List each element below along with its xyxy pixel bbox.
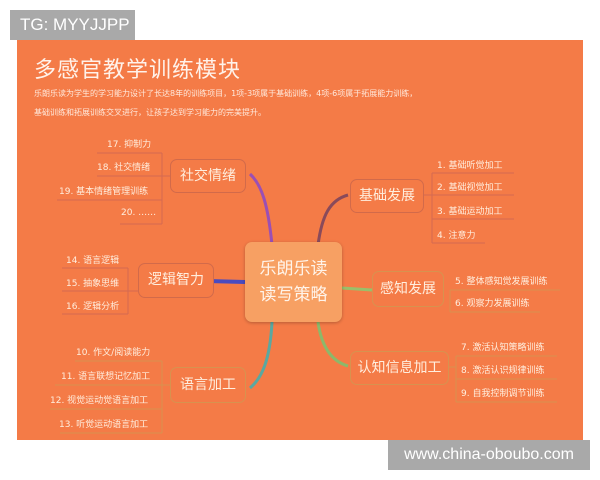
leaf-item[interactable]: 11. 语言联想记忆加工	[61, 372, 151, 382]
central-topic-line-2: 读写策略	[259, 285, 328, 305]
leaf-item[interactable]: 7. 激活认知策略训练	[461, 343, 545, 353]
leaf-item[interactable]: 6. 观察力发展训练	[455, 299, 530, 309]
topic-perception-development[interactable]: 感知发展	[372, 271, 444, 307]
leaf-item[interactable]: 16. 逻辑分析	[66, 302, 120, 312]
leaf-item[interactable]: 8. 激活认识规律训练	[461, 366, 545, 376]
central-topic[interactable]: 乐朗乐读 读写策略	[245, 242, 342, 322]
topic-basic-development[interactable]: 基础发展	[350, 179, 424, 213]
leaf-item[interactable]: 12. 视觉运动觉语言加工	[50, 396, 149, 406]
leaf-item[interactable]: 19. 基本情绪管理训练	[59, 187, 149, 197]
orange-panel	[17, 40, 583, 440]
leaf-item[interactable]: 5. 整体感知觉发展训练	[455, 277, 548, 287]
tag-watermark: TG: MYYJJPP	[10, 10, 135, 40]
leaf-item[interactable]: 1. 基础听觉加工	[437, 161, 503, 171]
leaf-item[interactable]: 2. 基础视觉加工	[437, 183, 503, 193]
central-topic-line-1: 乐朗乐读	[259, 259, 328, 279]
leaf-item[interactable]: 10. 作文/阅读能力	[76, 348, 151, 358]
leaf-item[interactable]: 9. 自我控制调节训练	[461, 389, 545, 399]
topic-logic-intelligence[interactable]: 逻辑智力	[138, 263, 214, 298]
topic-language-processing[interactable]: 语言加工	[170, 367, 246, 403]
leaf-item[interactable]: 4. 注意力	[437, 231, 476, 241]
topic-cognitive-processing[interactable]: 认知信息加工	[350, 351, 449, 385]
leaf-item[interactable]: 14. 语言逻辑	[66, 256, 120, 266]
leaf-item[interactable]: 17. 抑制力	[107, 140, 152, 150]
page-title: 多感官教学训练模块	[34, 58, 242, 83]
leaf-item[interactable]: 20. ……	[121, 208, 157, 218]
description-line-2: 基础训练和拓展训练交叉进行，让孩子达到学习能力的完美提升。	[34, 108, 266, 117]
description-line-1: 乐朗乐读为学生的学习能力设计了长达8年的训练项目，1项-3项属于基础训练，4项-…	[34, 89, 418, 98]
leaf-item[interactable]: 18. 社交情绪	[97, 163, 151, 173]
leaf-item[interactable]: 13. 听觉运动语言加工	[59, 420, 149, 430]
topic-social-emotion[interactable]: 社交情绪	[170, 159, 246, 193]
site-watermark: www.china-oboubo.com	[388, 440, 590, 470]
leaf-item[interactable]: 15. 抽象思维	[66, 279, 120, 289]
leaf-item[interactable]: 3. 基础运动加工	[437, 207, 503, 217]
